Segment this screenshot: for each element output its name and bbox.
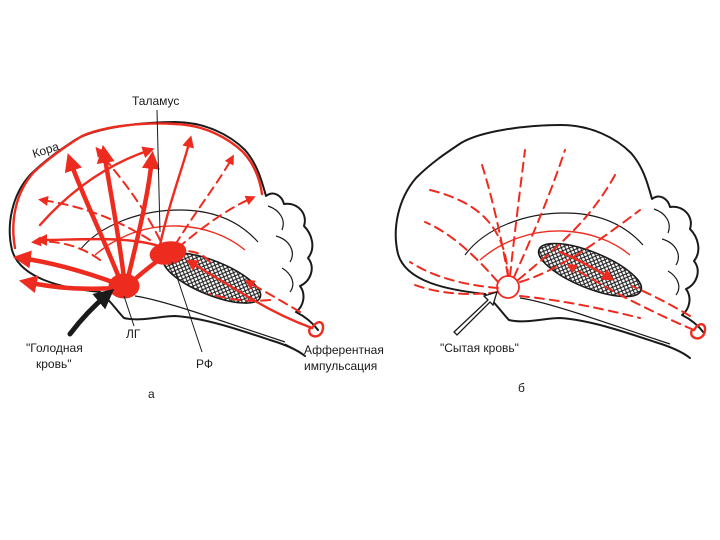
- leader-rf: [171, 261, 203, 353]
- afferent-1-a: [185, 259, 314, 330]
- projection-lg-rf: [131, 253, 167, 283]
- dashed-3-a: [95, 146, 161, 241]
- projection-lg-3: [125, 150, 160, 281]
- inner-contour-b: [519, 297, 671, 345]
- rf-fibre-1: [38, 146, 155, 227]
- afferent-1-b: [566, 263, 695, 331]
- dashed-1-a: [174, 154, 234, 246]
- afferent-2-b: [631, 285, 691, 317]
- panel-letter-b: б: [518, 381, 525, 395]
- cortex-red-border-a: [12, 122, 264, 250]
- dashed-4-b: [517, 174, 616, 281]
- dashed-3-b: [513, 149, 566, 278]
- leader-afferent: [284, 343, 301, 353]
- dashed-6-b: [409, 261, 499, 289]
- cerebellum-b: [653, 208, 680, 296]
- leader-thalamus: [156, 109, 161, 233]
- sated-blood-arrow: [453, 291, 498, 336]
- projection-lg-4: [12, 250, 121, 287]
- panel-a: Кора Таламус ЛГ РФ "Голодная кровь" Аффе…: [8, 94, 384, 401]
- afferent-loop-b: [690, 323, 707, 340]
- dashed-9-b: [429, 189, 509, 277]
- dashed-5-b: [424, 221, 499, 283]
- cerebellum-a: [267, 205, 294, 293]
- label-sated-blood: "Сытая кровь": [440, 341, 519, 355]
- afferent-3-b: [519, 295, 641, 319]
- panel-letter-a: а: [148, 387, 155, 401]
- inner-contour-a: [134, 295, 286, 343]
- rf-inner-marks-b: [558, 250, 615, 281]
- leader-lg: [123, 295, 135, 327]
- label-cortex: Кора: [31, 139, 61, 161]
- brain-outline-b: [394, 124, 705, 334]
- satiety-centre-b: [496, 275, 520, 299]
- label-afferent-2: импульсация: [304, 359, 377, 373]
- label-hungry-blood-1: "Голодная: [26, 341, 83, 355]
- afferent-2-a: [244, 280, 301, 313]
- label-rf: РФ: [196, 357, 213, 371]
- dashed-5-a: [31, 236, 101, 261]
- label-hungry-blood-2: кровь": [36, 357, 71, 371]
- brain-outline-a: [8, 121, 319, 331]
- dashed-2-b: [509, 149, 526, 277]
- panel-b: "Сытая кровь" б: [394, 124, 707, 395]
- label-afferent-1: Афферентная: [304, 343, 384, 357]
- brainstem-b: [484, 293, 691, 359]
- thalamus-arc-outer-b: [464, 212, 644, 256]
- dashed-2-a: [177, 195, 256, 249]
- dashed-1-b: [481, 164, 509, 277]
- rf-fibre-3: [35, 233, 167, 250]
- rf-fibre-2: [158, 135, 194, 247]
- label-thalamus: Таламус: [132, 94, 179, 108]
- afferent-3-a: [209, 293, 271, 302]
- dashed-8-b: [519, 209, 641, 283]
- dashed-7-b: [414, 284, 499, 295]
- hungry-blood-arrow: [67, 288, 115, 337]
- dashed-6-a: [171, 245, 211, 263]
- thalamus-arc-inner-b: [479, 230, 631, 261]
- projection-lg-2: [96, 144, 127, 281]
- brainstem-a: [99, 291, 306, 357]
- projection-lg-5: [18, 275, 121, 294]
- dashed-4-a: [38, 195, 151, 241]
- afferent-loop-a: [308, 321, 325, 338]
- label-lg: ЛГ: [126, 327, 141, 341]
